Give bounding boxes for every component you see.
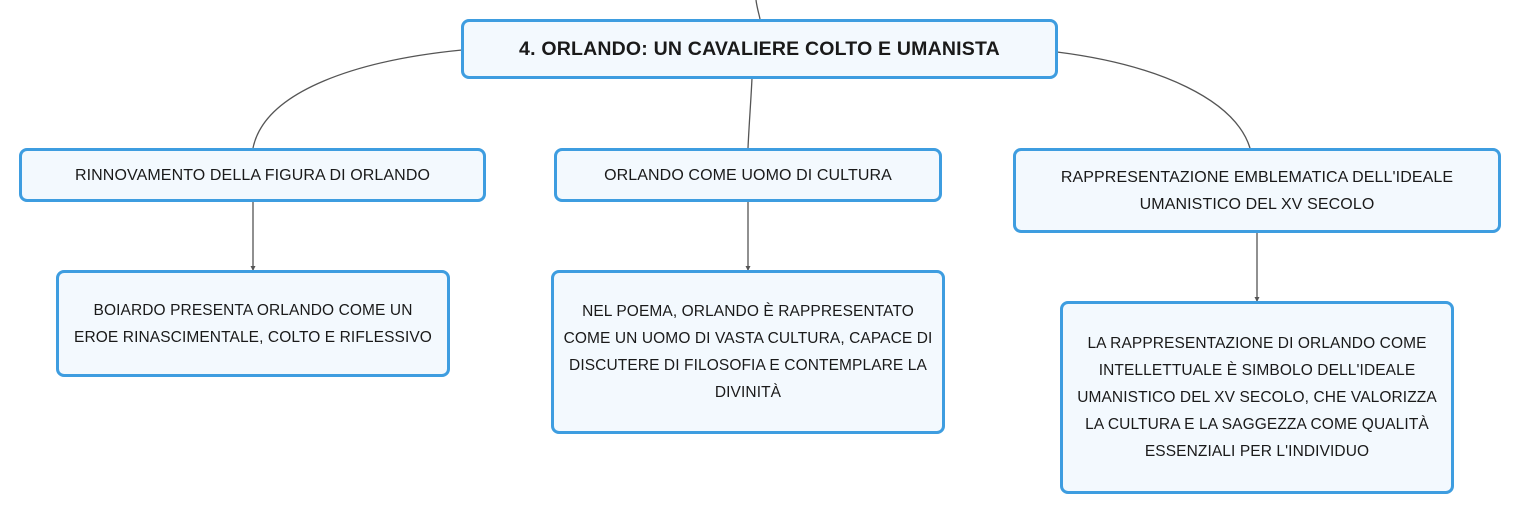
root-topic-label: 4. ORLANDO: UN CAVALIERE COLTO E UMANIST…: [519, 37, 1000, 60]
branch-topic-rinnovamento[interactable]: RINNOVAMENTO DELLA FIGURA DI ORLANDO: [19, 148, 486, 202]
arrowhead-branch-3: [1254, 297, 1260, 302]
branch-topic-label: ORLANDO COME UOMO DI CULTURA: [604, 166, 892, 184]
branch-topic-label: RAPPRESENTAZIONE EMBLEMATICA DELL'IDEALE…: [1060, 168, 1454, 213]
root-topic[interactable]: 4. ORLANDO: UN CAVALIERE COLTO E UMANIST…: [461, 19, 1058, 79]
subtopic-boiardo[interactable]: BOIARDO PRESENTA ORLANDO COME UN EROE RI…: [56, 270, 450, 377]
connector-parent-to-root: [755, 0, 761, 20]
branch-topic-label: RINNOVAMENTO DELLA FIGURA DI ORLANDO: [74, 166, 431, 184]
subtopic-label: BOIARDO PRESENTA ORLANDO COME UN EROE RI…: [74, 301, 432, 346]
connector-root-to-branch-3: [1056, 51, 1251, 149]
subtopic-intellettuale[interactable]: LA RAPPRESENTAZIONE DI ORLANDO COME INTE…: [1060, 301, 1454, 494]
arrowhead-branch-1: [250, 266, 256, 271]
arrowhead-branch-2: [745, 266, 751, 271]
branch-topic-ideale-umanistico[interactable]: RAPPRESENTAZIONE EMBLEMATICA DELL'IDEALE…: [1013, 148, 1501, 233]
subtopic-poema[interactable]: NEL POEMA, ORLANDO È RAPPRESENTATO COME …: [551, 270, 945, 434]
branch-topic-uomo-di-cultura[interactable]: ORLANDO COME UOMO DI CULTURA: [554, 148, 942, 202]
subtopic-label: NEL POEMA, ORLANDO È RAPPRESENTATO COME …: [563, 303, 933, 401]
connector-root-to-branch-2: [747, 77, 753, 149]
connector-root-to-branch-1: [252, 49, 463, 149]
subtopic-label: LA RAPPRESENTAZIONE DI ORLANDO COME INTE…: [1077, 335, 1437, 460]
